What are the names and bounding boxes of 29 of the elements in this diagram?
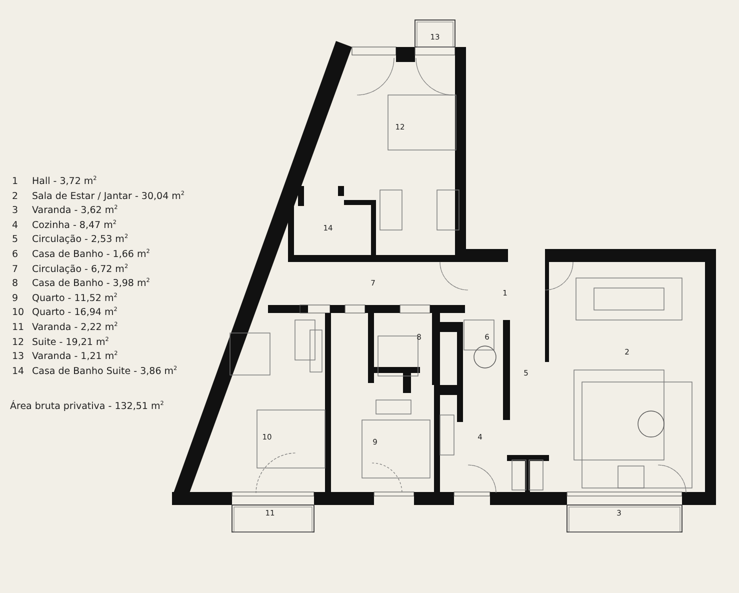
legend-text: Quarto - 11,52 m$^{2}$ xyxy=(32,294,118,304)
legend-text: Varanda - 1,21 m$^{2}$ xyxy=(32,352,118,362)
legend-number: 10 xyxy=(12,308,24,318)
legend-text: Varanda - 3,62 m$^{2}$ xyxy=(32,206,118,216)
legend-number: 2 xyxy=(12,192,18,202)
legend-number: 13 xyxy=(12,352,24,362)
legend-number: 9 xyxy=(12,294,18,304)
legend-number: 12 xyxy=(12,338,24,348)
legend-number: 6 xyxy=(12,250,18,260)
legend-text: Área bruta privativa - 132,51 m$^{2}$ xyxy=(10,402,164,412)
legend-number: 7 xyxy=(12,264,18,274)
legend-number: 8 xyxy=(12,279,18,289)
legend-text: Circulação - 2,53 m$^{2}$ xyxy=(32,235,128,245)
legend-text: Casa de Banho - 1,66 m$^{2}$ xyxy=(32,250,150,260)
legend-text: Sala de Estar / Jantar - 30,04 m$^{2}$ xyxy=(32,192,185,202)
legend-number: 11 xyxy=(12,323,24,332)
legend-number: 14 xyxy=(12,366,24,376)
legend-number: 1 xyxy=(12,177,18,186)
legend-text: Cozinha - 8,47 m$^{2}$ xyxy=(32,220,116,230)
legend-text: Hall - 3,72 m$^{2}$ xyxy=(32,177,97,186)
legend-number: 3 xyxy=(12,206,18,216)
legend-text: Casa de Banho Suite - 3,86 m$^{2}$ xyxy=(32,366,178,376)
legend-text: Quarto - 16,94 m$^{2}$ xyxy=(32,308,118,318)
legend-number: 4 xyxy=(12,220,18,230)
legend-number: 5 xyxy=(12,235,18,245)
legend-text: Casa de Banho - 3,98 m$^{2}$ xyxy=(32,279,150,289)
legend-text: Varanda - 2,22 m$^{2}$ xyxy=(32,323,118,332)
legend-text: Circulação - 6,72 m$^{2}$ xyxy=(32,264,128,274)
legend-text: Suite - 19,21 m$^{2}$ xyxy=(32,338,109,348)
